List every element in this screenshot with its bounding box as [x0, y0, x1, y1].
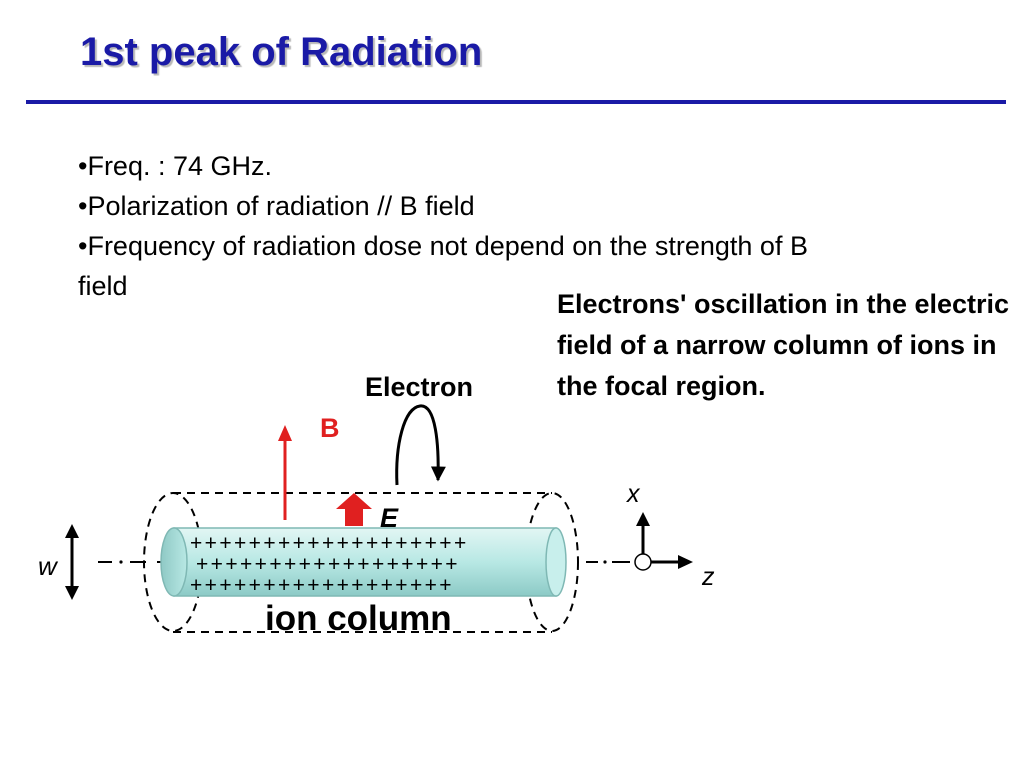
diagram-caption: Electrons' oscillation in the electric f… [557, 289, 1010, 401]
e-field-arrow [336, 493, 372, 526]
charge-row-bottom: ++++++++++++++++++ [190, 574, 454, 597]
ion-charges: +++++++++++++++++++ ++++++++++++++++++ +… [190, 532, 469, 597]
ion-column [160, 527, 567, 597]
coordinate-axes [634, 512, 693, 571]
charge-row-top: +++++++++++++++++++ [190, 532, 469, 555]
b-field-label: B [320, 413, 340, 443]
e-field-label: E [380, 503, 399, 533]
bullet-frequency: •Freq. : 74 GHz. [78, 151, 273, 181]
z-axis-label: z [701, 563, 715, 591]
width-indicator [65, 524, 79, 600]
bullet-list: •Freq. : 74 GHz. •Polarization of radiat… [78, 146, 838, 306]
slide-title: 1st peak of Radiation [80, 30, 483, 74]
x-axis-label: x [626, 480, 641, 508]
electron-trajectory [395, 404, 446, 486]
ion-column-label: ion column [265, 599, 452, 638]
title-underline [26, 100, 1006, 104]
bullet-field-independence: •Frequency of radiation dose not depend … [78, 231, 808, 301]
width-label: w [38, 551, 59, 581]
electron-label: Electron [365, 372, 473, 402]
bullet-polarization: •Polarization of radiation // B field [78, 191, 475, 221]
charge-row-middle: ++++++++++++++++++ [196, 553, 460, 576]
b-field-arrow [278, 425, 292, 520]
